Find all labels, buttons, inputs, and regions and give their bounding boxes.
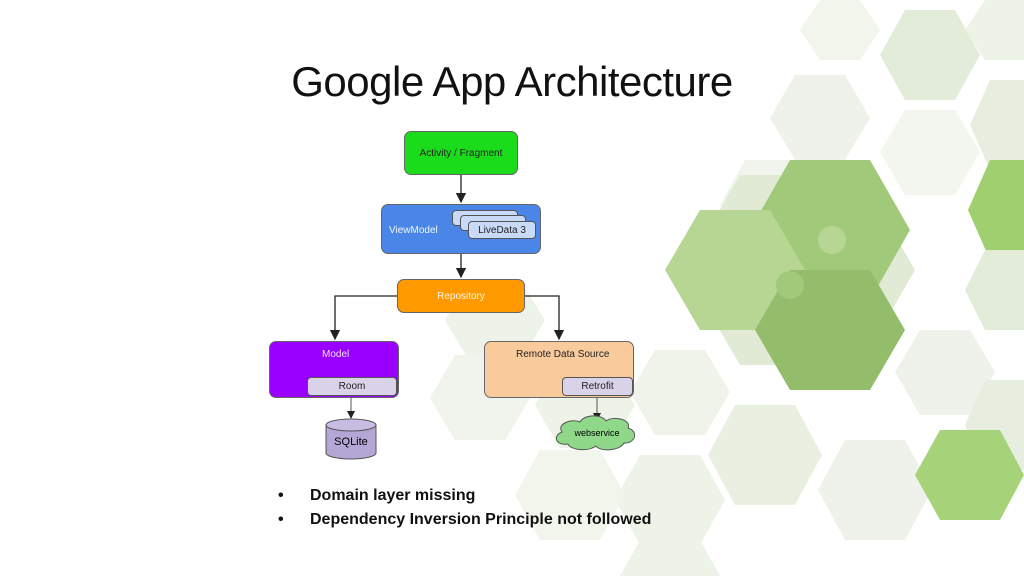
bullet-glyph: • [278,511,284,528]
activity-fragment-node: Activity / Fragment [404,131,518,175]
room-box: Room [307,377,397,396]
bullet-glyph: • [278,487,284,504]
repository-label: Repository [437,290,485,302]
bullet-item: • Dependency Inversion Principle not fol… [278,508,651,532]
sqlite-label: SQLite [334,436,368,448]
activity-fragment-label: Activity / Fragment [419,147,503,159]
model-label: Model [322,349,350,360]
model-node: Model Room [269,341,399,398]
retrofit-label: Retrofit [581,381,614,392]
arrow-repository-remote [525,295,565,341]
bullet-list: • Domain layer missing • Dependency Inve… [278,484,651,532]
bullet-text: Dependency Inversion Principle not follo… [310,511,652,528]
webservice-label: webservice [574,428,620,438]
viewmodel-label: ViewModel [389,225,438,236]
bullet-text: Domain layer missing [310,487,476,504]
remote-data-source-node: Remote Data Source Retrofit [484,341,634,398]
arrow-repository-model [329,295,397,341]
livedata-label: LiveData 3 [478,224,526,236]
retrofit-box: Retrofit [562,377,633,396]
room-label: Room [338,381,366,392]
remote-data-source-label: Remote Data Source [516,349,610,360]
livedata-card: LiveData 3 [468,221,536,239]
puzzle-hexagon-decoration [665,160,915,390]
webservice-cloud [555,415,636,451]
slide-title: Google App Architecture [291,58,733,105]
bullet-item: • Domain layer missing [278,484,651,508]
sqlite-cylinder [325,418,377,460]
repository-node: Repository [397,279,525,313]
viewmodel-node: ViewModel LiveData 3 [381,204,541,254]
